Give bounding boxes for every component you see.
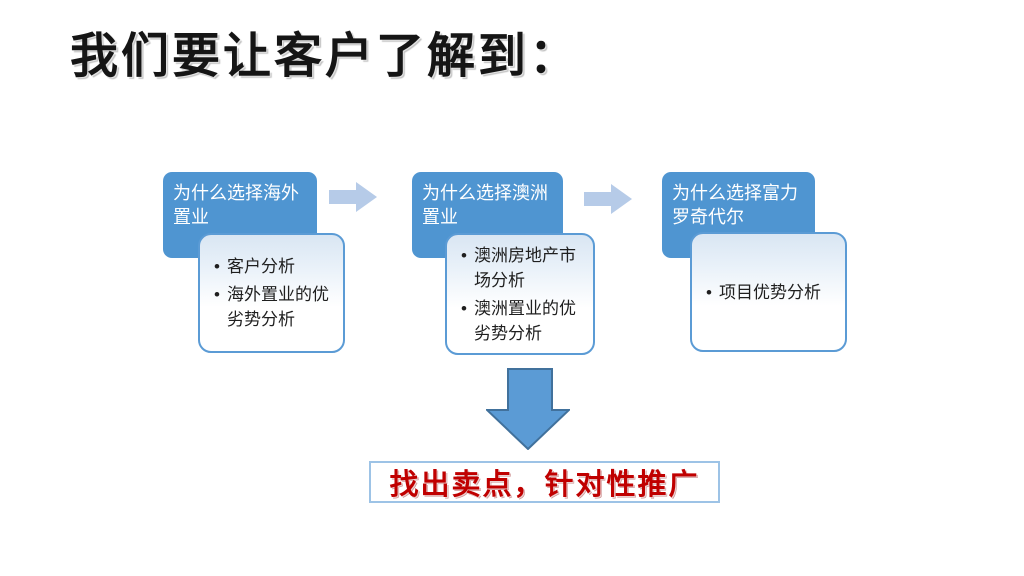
step-detail-overseas: 客户分析 海外置业的优劣势分析	[198, 233, 345, 353]
bullet-list: 澳洲房地产市场分析 澳洲置业的优劣势分析	[459, 240, 583, 349]
bullet-list: 项目优势分析	[704, 277, 835, 308]
bullet-item: 澳洲房地产市场分析	[459, 243, 583, 293]
bullet-item: 澳洲置业的优劣势分析	[459, 296, 583, 346]
right-arrow-icon	[329, 182, 377, 212]
step-detail-rochedale: 项目优势分析	[690, 232, 847, 352]
conclusion-box: 找出卖点，针对性推广	[369, 461, 720, 503]
conclusion-text: 找出卖点，针对性推广	[389, 469, 700, 501]
down-arrow-icon	[486, 368, 570, 450]
slide-title: 我们要让客户了解到：	[70, 30, 581, 83]
bullet-item: 项目优势分析	[704, 280, 835, 305]
bullet-item: 海外置业的优劣势分析	[212, 282, 333, 332]
bullet-list: 客户分析 海外置业的优劣势分析	[212, 251, 333, 335]
step-detail-australia: 澳洲房地产市场分析 澳洲置业的优劣势分析	[445, 233, 595, 355]
right-arrow-icon	[584, 184, 632, 214]
bullet-item: 客户分析	[212, 254, 333, 279]
